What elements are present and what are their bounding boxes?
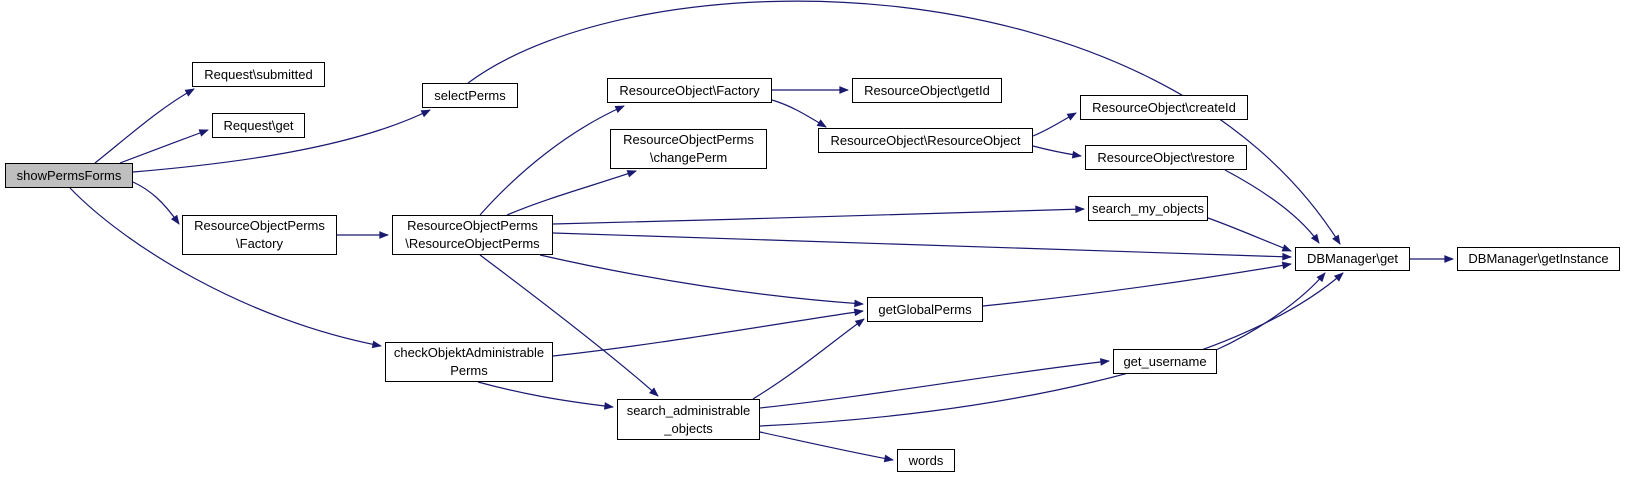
node-checkObjektAdministrablePerms[interactable]: checkObjektAdministrable Perms	[385, 342, 553, 382]
edge-ResourceObjectPerms-ResourceObjectPerms--getGlobalPerms	[539, 254, 864, 308]
edge-ResourceObjectPerms-ResourceObjectPerms--ResourceObject-Factory	[479, 105, 625, 216]
node-ResourceObjectPerms-Factory[interactable]: ResourceObjectPerms \Factory	[182, 215, 337, 255]
edge-showPermsForms--selectPerms	[132, 109, 431, 173]
node-label: ResourceObject\restore	[1097, 149, 1235, 165]
edge-search_my_objects--DBManager-get	[1207, 217, 1292, 252]
node-label: words	[908, 452, 944, 468]
node-search_my_objects[interactable]: search_my_objects	[1088, 196, 1208, 221]
edge-get_username--DBManager-get	[1215, 272, 1326, 351]
node-DBManager-get[interactable]: DBManager\get	[1295, 247, 1410, 271]
edge-search_administrable_objects--words	[759, 431, 894, 463]
node-label: showPermsForms	[16, 167, 122, 183]
node-label: getGlobalPerms	[878, 301, 972, 317]
node-selectPerms[interactable]: selectPerms	[422, 83, 518, 108]
edge-search_administrable_objects--get_username	[759, 358, 1110, 409]
node-words[interactable]: words	[897, 449, 955, 472]
edge-checkObjektAdministrablePerms--getGlobalPerms	[552, 308, 864, 357]
node-label: ResourceObject\ResourceObject	[830, 132, 1021, 148]
edge-getGlobalPerms--DBManager-get	[982, 261, 1292, 307]
edge-ResourceObjectPerms-ResourceObjectPerms--search_my_objects	[552, 205, 1085, 225]
node-ResourceObject-getId[interactable]: ResourceObject\getId	[852, 78, 1002, 103]
edge-search_administrable_objects--DBManager-get	[759, 272, 1344, 427]
edge-ResourceObject-Factory--ResourceObject-ResourceObject	[771, 99, 827, 128]
node-ResourceObject-createId[interactable]: ResourceObject\createId	[1080, 95, 1248, 120]
edge-search_administrable_objects--getGlobalPerms	[752, 318, 865, 400]
node-label: selectPerms	[434, 87, 506, 103]
edge-showPermsForms--Request-submitted	[94, 88, 195, 164]
edge-showPermsForms--Request-get	[119, 129, 209, 164]
node-label: get_username	[1123, 353, 1207, 369]
node-label: search_my_objects	[1092, 200, 1204, 216]
edge-checkObjektAdministrablePerms--search_administrable_objects	[477, 381, 614, 410]
edge-ResourceObject-ResourceObject--ResourceObject-restore	[1032, 145, 1082, 159]
edge-selectPerms--DBManager-get	[467, 0, 1341, 245]
node-DBManager-getInstance[interactable]: DBManager\getInstance	[1457, 247, 1620, 271]
node-label: DBManager\get	[1306, 251, 1399, 267]
node-label: Request\submitted	[204, 66, 313, 82]
node-ResourceObject-restore[interactable]: ResourceObject\restore	[1085, 145, 1247, 170]
node-Request-get[interactable]: Request\get	[212, 113, 305, 138]
node-label: ResourceObjectPerms \Factory	[194, 218, 325, 251]
node-ResourceObject-ResourceObject[interactable]: ResourceObject\ResourceObject	[818, 128, 1033, 153]
node-get_username[interactable]: get_username	[1113, 349, 1217, 374]
edge-showPermsForms--checkObjektAdministrablePerms	[69, 187, 382, 349]
node-label: search_administrable _objects	[626, 402, 751, 436]
node-label: Request\get	[223, 117, 294, 133]
edge-showPermsForms--ResourceObjectPerms-Factory	[132, 181, 180, 225]
edge-ResourceObjectPerms-ResourceObjectPerms--DBManager-get	[552, 232, 1292, 261]
edge-ResourceObjectPerms-ResourceObjectPerms--search_administrable_objects	[479, 254, 659, 397]
node-label: ResourceObject\Factory	[619, 82, 760, 98]
node-ResourceObject-Factory[interactable]: ResourceObject\Factory	[607, 78, 772, 103]
node-label: ResourceObject\getId	[864, 82, 990, 98]
node-label: ResourceObjectPerms \changePerm	[623, 132, 754, 165]
edge-ResourceObjectPerms-ResourceObjectPerms--ResourceObjectPerms-changePerm	[506, 170, 637, 216]
edge-ResourceObject-restore--DBManager-get	[1224, 169, 1320, 244]
node-label: ResourceObjectPerms \ResourceObjectPerms	[405, 218, 540, 251]
node-showPermsForms[interactable]: showPermsForms	[5, 163, 133, 188]
node-ResourceObjectPerms-ResourceObjectPerms[interactable]: ResourceObjectPerms \ResourceObjectPerms	[392, 215, 553, 255]
node-label: checkObjektAdministrable Perms	[393, 345, 545, 378]
node-ResourceObjectPerms-changePerm[interactable]: ResourceObjectPerms \changePerm	[610, 129, 767, 169]
node-search_administrable_objects[interactable]: search_administrable _objects	[617, 399, 760, 440]
node-Request-submitted[interactable]: Request\submitted	[192, 62, 325, 87]
node-label: ResourceObject\createId	[1092, 99, 1236, 115]
node-label: DBManager\getInstance	[1468, 251, 1609, 267]
node-getGlobalPerms[interactable]: getGlobalPerms	[867, 297, 983, 322]
edge-ResourceObject-ResourceObject--ResourceObject-createId	[1032, 112, 1077, 137]
